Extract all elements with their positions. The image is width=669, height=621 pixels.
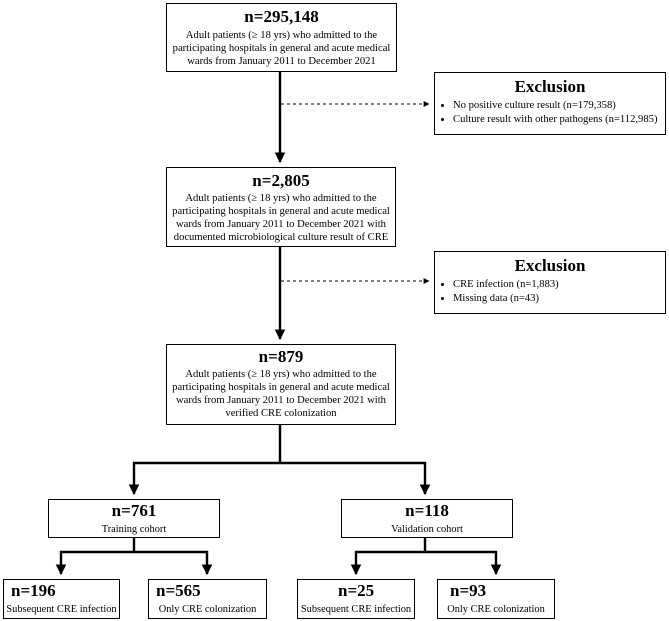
training-label: Training cohort [101,524,167,535]
box1-description: Adult patients (≥ 18 yrs) who admitted t… [172,30,391,67]
valid-infection-label: Subsequent CRE infection [300,604,412,615]
train-infection-count: n=196 [11,581,56,600]
train-infection-label: Subsequent CRE infection [6,604,117,615]
exclusion1-item: No positive culture result (n=179,358) [453,99,665,113]
box3-count: n=879 [258,347,304,366]
exclusion2-list: CRE infection (n=1,883) Missing data (n=… [435,278,665,306]
box-initial-population: n=295,148 Adult patients (≥ 18 yrs) who … [166,3,397,72]
validation-count: n=118 [405,501,449,520]
train-colonization-box: n=565 Only CRE colonization [148,579,267,619]
exclusion2-item: Missing data (n=43) [453,292,665,306]
exclusion1-item: Culture result with other pathogens (n=1… [453,113,665,127]
train-colonization-count: n=565 [156,581,201,600]
train-colonization-label: Only CRE colonization [158,604,257,615]
valid-colonization-count: n=93 [450,581,487,600]
exclusion1-list: No positive culture result (n=179,358) C… [435,99,665,127]
exclusion1-title: Exclusion [514,77,586,96]
valid-infection-count: n=25 [338,581,375,600]
exclusion2-item: CRE infection (n=1,883) [453,278,665,292]
training-count: n=761 [111,501,157,520]
validation-label: Validation cohort [391,524,463,535]
valid-colonization-label: Only CRE colonization [447,604,545,615]
exclusion-box-1: Exclusion No positive culture result (n=… [434,72,666,135]
exclusion-box-2: Exclusion CRE infection (n=1,883) Missin… [434,251,666,314]
box3-description: Adult patients (≥ 18 yrs) who admitted t… [172,369,390,419]
box-culture-documented: n=2,805 Adult patients (≥ 18 yrs) who ad… [166,167,396,247]
box-verified-colonization: n=879 Adult patients (≥ 18 yrs) who admi… [166,344,396,425]
valid-infection-box: n=25 Subsequent CRE infection [297,579,415,619]
box2-description: Adult patients (≥ 18 yrs) who admitted t… [172,193,390,243]
box2-count: n=2,805 [252,171,310,190]
exclusion2-title: Exclusion [514,256,586,275]
valid-colonization-box: n=93 Only CRE colonization [437,579,555,619]
validation-cohort-box: n=118 Validation cohort [341,499,513,538]
train-infection-box: n=196 Subsequent CRE infection [3,579,120,619]
training-cohort-box: n=761 Training cohort [48,499,220,538]
box1-count: n=295,148 [244,7,319,26]
